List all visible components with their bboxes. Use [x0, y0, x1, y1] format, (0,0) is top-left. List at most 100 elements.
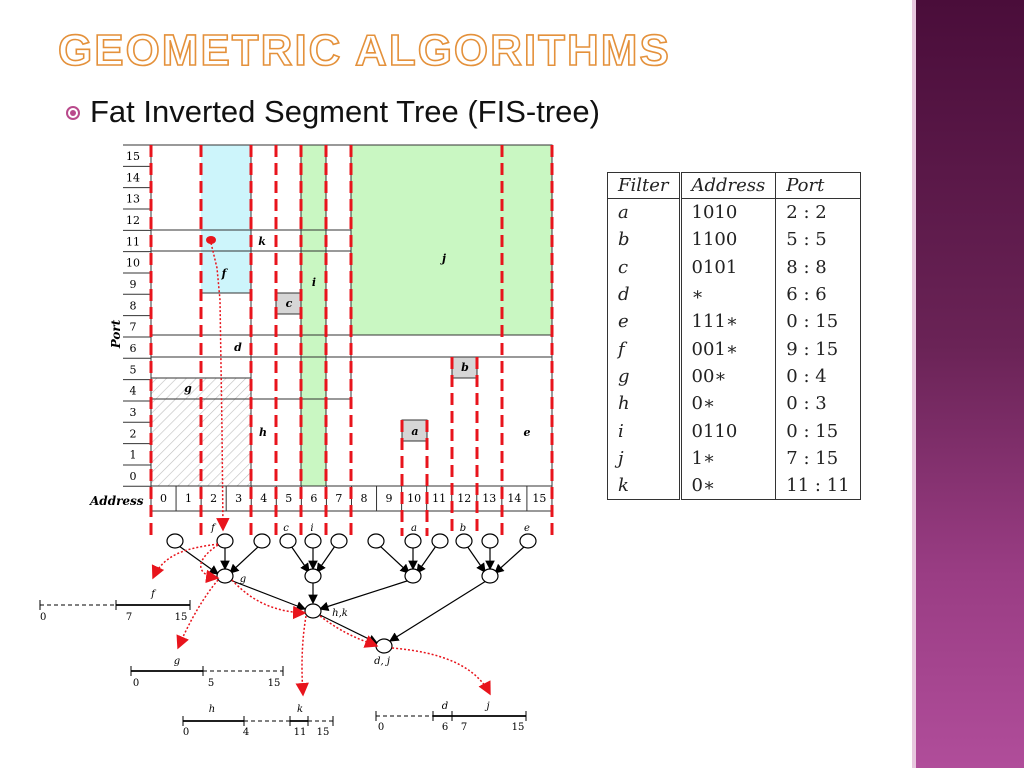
tree-node [216, 568, 234, 584]
address-cell: 1100 [680, 226, 777, 254]
interval-dj: d j 0 6 7 15 [375, 701, 527, 733]
region-label-k: k [258, 235, 266, 248]
interval-g: g 0 5 15 [130, 656, 284, 689]
port-cell: 5 : 5 [786, 229, 827, 251]
node-label-g: g [240, 574, 246, 585]
interval-k-label: k [297, 704, 303, 715]
region-label-f: f [221, 267, 229, 280]
address-cell: 0101 [680, 253, 777, 281]
address-tick-label: 0 [160, 492, 167, 505]
address-tick-label: 14 [507, 492, 521, 505]
region-i-fill [301, 145, 326, 486]
filter-box-c [275, 292, 302, 315]
address-tick-label: 15 [532, 492, 546, 505]
interval-g-label: g [174, 656, 180, 667]
port-tick-label: 3 [130, 406, 137, 419]
address-cell: 0∗ [680, 471, 777, 500]
port-tick-label: 2 [130, 427, 137, 440]
query-point-dot [206, 236, 216, 244]
port-cell: 0 : 4 [786, 365, 827, 387]
port-tick-label: 12 [126, 214, 140, 227]
interval-hk-tick: 11 [294, 727, 307, 738]
interval-f-tick: 15 [175, 612, 188, 623]
leaf-label-b: b [460, 523, 466, 534]
address-cell: 1010 [680, 198, 777, 227]
bullet-icon [66, 106, 80, 120]
red-cut-lines [149, 145, 554, 536]
filter-cell: j [607, 444, 682, 472]
region-label-j: j [440, 252, 446, 265]
address-tick-label: 12 [457, 492, 471, 505]
address-cell: 1∗ [680, 444, 777, 472]
leaf-label-c: c [283, 523, 289, 534]
address-tick-label: 5 [285, 492, 292, 505]
region-j-fill [351, 145, 552, 335]
address-tick-label: 11 [432, 492, 446, 505]
slide-title: GEOMETRIC ALGORITHMS [57, 25, 671, 76]
lookup-arrows [151, 543, 491, 697]
tree-node [304, 533, 322, 549]
interval-d-label: d [442, 701, 448, 712]
tree-node [455, 533, 473, 549]
filter-cell: b [607, 226, 682, 254]
leaf-label-f: f [210, 523, 217, 534]
leaf-label-e: e [524, 523, 530, 534]
bullet-text: Fat Inverted Segment Tree (FIS-tree) [90, 94, 600, 129]
port-tick-label: 13 [126, 193, 140, 206]
address-cell: 001∗ [680, 335, 777, 363]
header-port: Port [775, 172, 861, 199]
decorative-sidebar [912, 0, 1024, 768]
filter-cell: k [607, 471, 682, 500]
tree-node [166, 533, 184, 549]
port-tick-label: 4 [130, 385, 137, 398]
tree-node [404, 533, 422, 549]
interval-dj-tick: 7 [461, 722, 467, 733]
address-tick-label: 10 [407, 492, 421, 505]
filter-cell: c [607, 253, 682, 281]
interval-hk-tick: 15 [317, 727, 330, 738]
sidebar-edge [912, 0, 916, 768]
interval-hk-tick: 4 [243, 727, 249, 738]
port-tick-label: 9 [130, 278, 137, 291]
port-tick-label: 1 [130, 449, 137, 462]
port-tick-label: 14 [126, 171, 140, 184]
interval-f: f 0 7 15 [39, 589, 191, 623]
port-cell: 2 : 2 [786, 202, 827, 224]
node-label-hk: h,k [332, 608, 348, 619]
interval-f-label: f [150, 589, 157, 600]
interval-g-tick: 5 [208, 678, 214, 689]
interval-g-tick: 0 [133, 678, 139, 689]
port-axis-label: Port [109, 319, 123, 349]
address-tick-label: 1 [185, 492, 192, 505]
port-cell: 9 : 15 [786, 338, 839, 360]
filter-cell: a [607, 198, 682, 227]
address-axis-label: Address [89, 494, 144, 508]
tree-node [253, 533, 271, 549]
address-tick-label: 9 [386, 492, 393, 505]
tree-node [431, 533, 449, 549]
address-cell: 00∗ [680, 362, 777, 391]
port-tick-label: 0 [130, 470, 137, 483]
bullet-item: Fat Inverted Segment Tree (FIS-tree) [66, 94, 600, 130]
port-cell: 0 : 15 [786, 311, 839, 333]
address-cell: 0∗ [680, 390, 777, 418]
tree-node [304, 603, 322, 619]
interval-f-tick: 7 [126, 612, 132, 623]
address-tick-label: 8 [360, 492, 367, 505]
address-tick-label: 7 [335, 492, 342, 505]
port-tick-label: 10 [126, 257, 140, 270]
interval-f-tick: 0 [40, 612, 46, 623]
port-cell: 0 : 15 [786, 420, 839, 442]
address-cell: ∗ [680, 280, 777, 309]
